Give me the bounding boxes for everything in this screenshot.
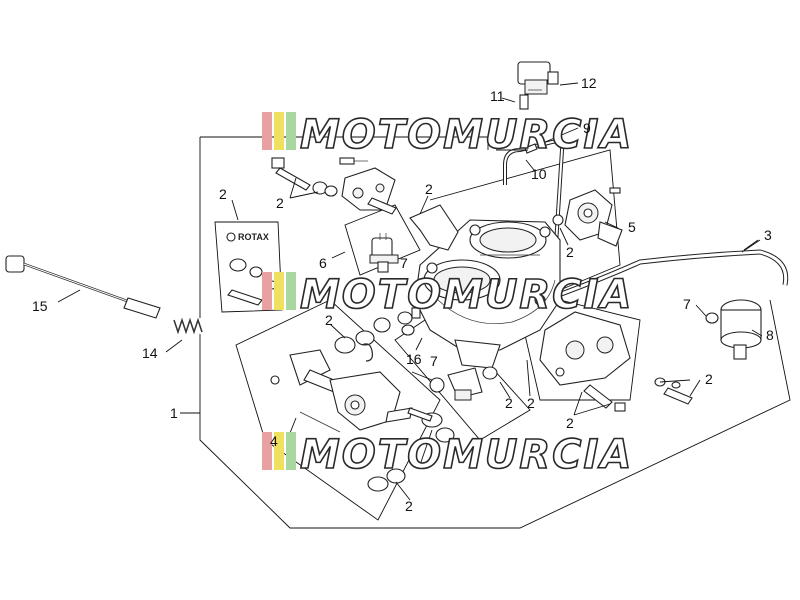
callout-12: 12 (581, 75, 597, 91)
watermark-stripe-yellow (274, 432, 284, 470)
callout-10: 10 (531, 166, 547, 182)
leader-lines (57, 82, 763, 501)
seal-rings (334, 307, 498, 492)
idle-adjuster-assembly (271, 157, 397, 215)
spring-clip (361, 343, 374, 362)
connector-part-12 (517, 61, 559, 95)
watermark-stripe-red (262, 432, 272, 470)
watermark-bottom: MOTOMURCIA (262, 431, 633, 479)
watermark-stripe-red (262, 272, 272, 310)
nipple-part-11 (519, 94, 529, 110)
callout-2: 2 (527, 395, 535, 411)
callout-2: 2 (276, 195, 284, 211)
callout-2: 2 (566, 244, 574, 260)
throttle-position-sensor-part-5 (552, 187, 623, 247)
callout-16: 16 (406, 351, 422, 367)
callout-2: 2 (425, 181, 433, 197)
watermark-stripe-green (286, 432, 296, 470)
callout-7: 7 (430, 353, 438, 369)
watermark-text: MOTOMURCIA (300, 432, 633, 478)
injector-part-6 (369, 233, 399, 273)
callout-labels: 1 2 2 2 2 2 2 2 2 2 2 2 3 4 5 6 7 7 7 8 … (32, 75, 774, 514)
watermark-stripe-green (286, 112, 296, 150)
callout-8: 8 (766, 327, 774, 343)
spring-part-14 (172, 317, 203, 335)
callout-5: 5 (628, 219, 636, 235)
callout-3: 3 (764, 227, 772, 243)
watermark-stripe-red (262, 112, 272, 150)
watermark-text: MOTOMURCIA (300, 112, 633, 158)
callout-14: 14 (142, 345, 158, 361)
watermark-stripe-yellow (274, 112, 284, 150)
watermark-stripe-yellow (274, 272, 284, 310)
callout-2: 2 (325, 312, 333, 328)
callout-2: 2 (505, 395, 513, 411)
callout-7: 7 (683, 296, 691, 312)
throttle-cable-part-15 (5, 255, 161, 319)
callout-15: 15 (32, 298, 48, 314)
pressure-regulator-part-8 (705, 299, 762, 360)
watermark-top: MOTOMURCIA (262, 111, 633, 159)
callout-2: 2 (405, 498, 413, 514)
callout-1: 1 (170, 405, 178, 421)
injector-lower (429, 367, 483, 401)
throttle-body (414, 219, 561, 369)
callout-2: 2 (566, 415, 574, 431)
callout-7: 7 (400, 255, 408, 271)
throttle-lever-assembly (270, 349, 413, 433)
callout-2: 2 (705, 371, 713, 387)
callout-6: 6 (319, 255, 327, 271)
lower-left-frame (235, 299, 441, 521)
callout-9: 9 (583, 120, 591, 136)
rotax-logo-text: ROTAX (238, 232, 269, 242)
throttle-kit-frame (344, 204, 421, 276)
sensor-kit-frame (429, 149, 621, 291)
callout-2: 2 (219, 186, 227, 202)
fuel-rail (539, 311, 693, 412)
callout-4: 4 (270, 433, 278, 449)
watermark-text: MOTOMURCIA (300, 272, 633, 318)
clip-part-10 (524, 143, 538, 154)
watermark-middle: MOTOMURCIA (262, 271, 633, 319)
callout-11: 11 (490, 88, 505, 104)
bolt-lower (407, 407, 433, 422)
watermark-stripe-green (286, 272, 296, 310)
bracket (409, 204, 459, 251)
